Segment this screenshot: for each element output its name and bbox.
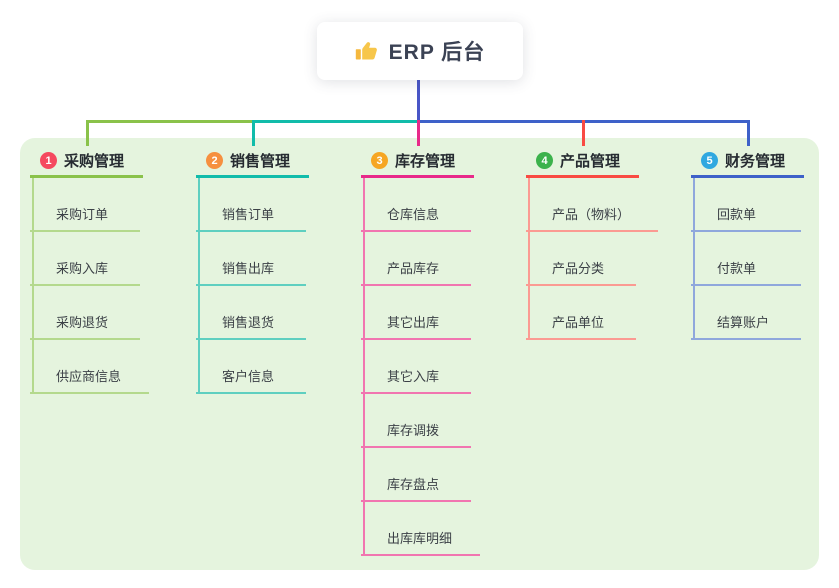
- child-node[interactable]: 供应商信息: [30, 340, 150, 394]
- child-node[interactable]: 采购退货: [30, 286, 140, 340]
- root-node-label: ERP 后台: [388, 41, 486, 64]
- branch-children-product: 产品（物料） 产品分类 产品单位: [526, 178, 659, 340]
- branch-header-product[interactable]: 4 产品管理: [526, 146, 639, 178]
- branch-column-finance: 5 财务管理 回款单 付款单 结算账户: [691, 146, 804, 340]
- connector-root-line: [417, 79, 420, 122]
- branch-column-product: 4 产品管理 产品（物料） 产品分类 产品单位: [526, 146, 659, 340]
- child-node[interactable]: 出库库明细: [361, 502, 481, 556]
- child-node[interactable]: 其它入库: [361, 340, 471, 394]
- child-node[interactable]: 客户信息: [196, 340, 306, 394]
- branches-panel: [20, 138, 819, 570]
- branch-number-badge: 5: [701, 152, 718, 169]
- child-node[interactable]: 结算账户: [691, 286, 801, 340]
- child-node[interactable]: 产品分类: [526, 232, 636, 286]
- branch-label: 产品管理: [560, 153, 621, 170]
- branch-children-purchase: 采购订单 采购入库 采购退货 供应商信息: [30, 178, 150, 394]
- child-node[interactable]: 产品库存: [361, 232, 471, 286]
- connector-drop-product: [582, 120, 585, 146]
- branch-label: 库存管理: [395, 153, 456, 170]
- branch-column-sales: 2 销售管理 销售订单 销售出库 销售退货 客户信息: [196, 146, 309, 394]
- thumbs-up-icon: [355, 42, 377, 60]
- branch-number-badge: 1: [40, 152, 57, 169]
- branch-children-finance: 回款单 付款单 结算账户: [691, 178, 804, 340]
- child-node[interactable]: 付款单: [691, 232, 801, 286]
- child-node[interactable]: 销售订单: [196, 178, 306, 232]
- branch-label: 销售管理: [230, 153, 291, 170]
- child-node[interactable]: 产品单位: [526, 286, 636, 340]
- child-node[interactable]: 采购入库: [30, 232, 140, 286]
- branch-header-purchase[interactable]: 1 采购管理: [30, 146, 143, 178]
- connector-bus-teal: [253, 120, 420, 123]
- branch-label: 财务管理: [725, 153, 786, 170]
- branch-column-inventory: 3 库存管理 仓库信息 产品库存 其它出库 其它入库 库存调拨 库存盘点 出库库…: [361, 146, 481, 556]
- branch-number-badge: 4: [536, 152, 553, 169]
- connector-drop-finance: [747, 120, 750, 146]
- connector-bus-green: [86, 120, 254, 123]
- connector-drop-sales: [252, 120, 255, 146]
- child-node[interactable]: 产品（物料）: [526, 178, 659, 232]
- child-node[interactable]: 库存盘点: [361, 448, 471, 502]
- branch-label: 采购管理: [64, 153, 125, 170]
- branch-header-finance[interactable]: 5 财务管理: [691, 146, 804, 178]
- child-node[interactable]: 库存调拨: [361, 394, 471, 448]
- child-node[interactable]: 仓库信息: [361, 178, 471, 232]
- child-node[interactable]: 采购订单: [30, 178, 140, 232]
- child-node[interactable]: 回款单: [691, 178, 801, 232]
- connector-drop-inventory: [417, 120, 420, 146]
- branch-children-sales: 销售订单 销售出库 销售退货 客户信息: [196, 178, 309, 394]
- branch-children-inventory: 仓库信息 产品库存 其它出库 其它入库 库存调拨 库存盘点 出库库明细: [361, 178, 481, 556]
- child-node[interactable]: 销售出库: [196, 232, 306, 286]
- branch-header-inventory[interactable]: 3 库存管理: [361, 146, 474, 178]
- branch-column-purchase: 1 采购管理 采购订单 采购入库 采购退货 供应商信息: [30, 146, 150, 394]
- root-node-erp[interactable]: ERP 后台: [317, 22, 523, 80]
- branch-number-badge: 3: [371, 152, 388, 169]
- child-node[interactable]: 其它出库: [361, 286, 471, 340]
- child-node[interactable]: 销售退货: [196, 286, 306, 340]
- branch-header-sales[interactable]: 2 销售管理: [196, 146, 309, 178]
- connector-drop-purchase: [86, 120, 89, 146]
- branch-number-badge: 2: [206, 152, 223, 169]
